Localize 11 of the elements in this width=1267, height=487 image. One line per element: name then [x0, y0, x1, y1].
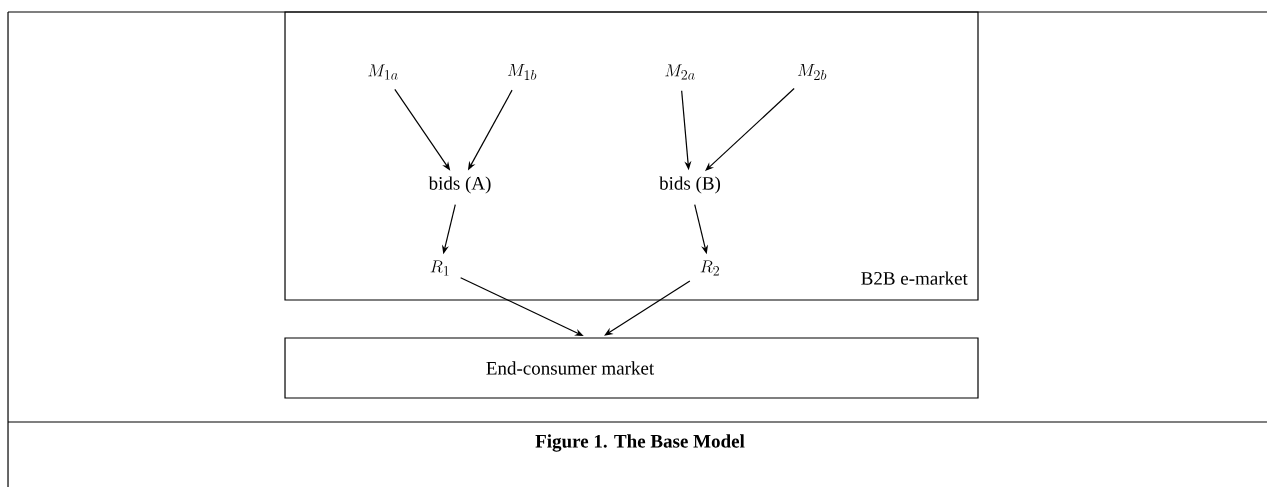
arrow — [604, 280, 691, 336]
math-label: $M_{1a}$ — [368, 64, 398, 80]
figure-caption: Figure 1. The Base Model — [535, 434, 745, 452]
math-label: $M_{1b}$ — [507, 64, 537, 81]
market-box: End-consumer market — [284, 337, 979, 399]
math-label: $R_2$ — [700, 260, 719, 276]
text-label: bids (B) — [659, 176, 721, 194]
text-label: bids (A) — [428, 176, 491, 194]
math-label: $M_{2a}$ — [665, 64, 695, 80]
math-label: $R_1$ — [430, 260, 449, 276]
math-label: $M_{2b}$ — [797, 64, 827, 81]
